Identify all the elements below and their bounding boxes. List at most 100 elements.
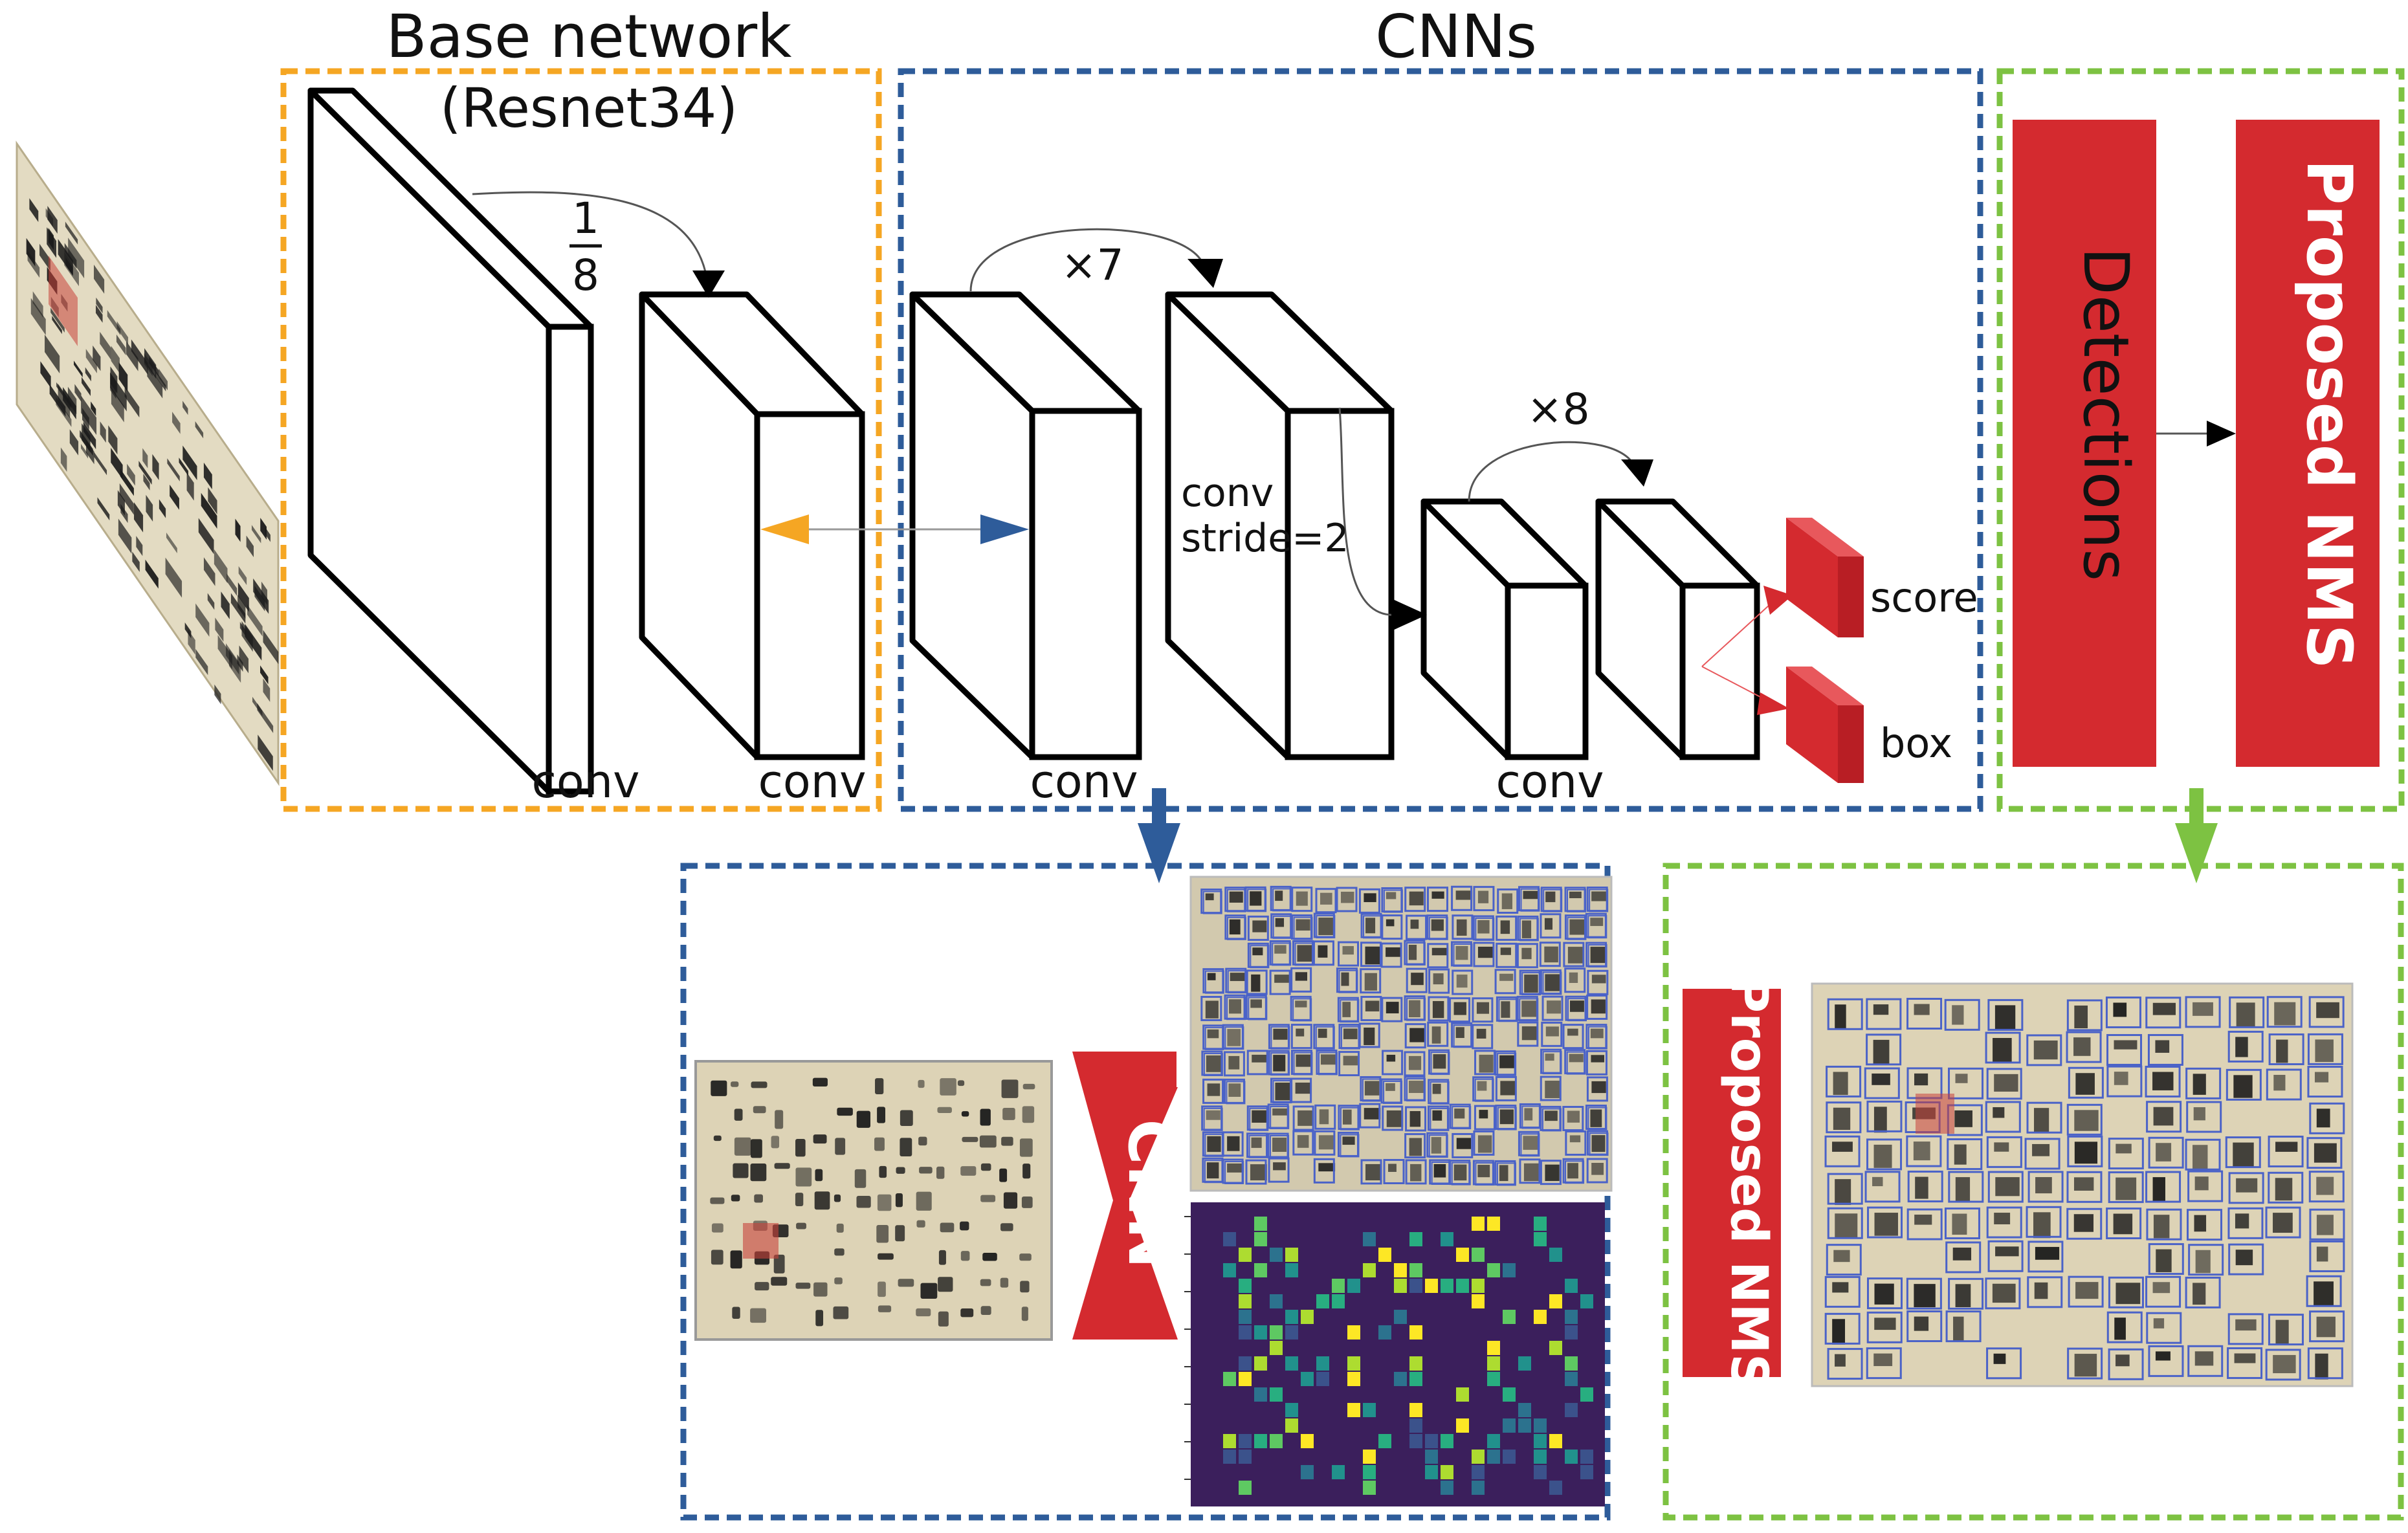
ink-mark [1479,1110,1488,1119]
detection-box [2106,1033,2143,1066]
ink-mark [2193,1074,2206,1095]
ink-mark [208,487,217,514]
ink-mark [2155,1040,2170,1053]
detection-box [1226,997,1246,1020]
detection-box [1565,1130,1587,1156]
detection-box [1226,916,1246,940]
detection-box [2106,1311,2143,1343]
ink-mark [877,1107,886,1123]
ink-mark [1227,1029,1241,1046]
ink-mark [2194,1176,2209,1191]
ink-mark [1433,1164,1446,1178]
detection-box [1497,1107,1517,1130]
detection-box [1948,1067,1984,1099]
ink-mark [1499,973,1514,981]
ink-mark [143,474,150,491]
heatmap-cell [1363,1232,1376,1246]
detection-box [1360,995,1382,1021]
ink-mark [258,734,273,771]
detection-box [2068,1275,2104,1308]
detection-box [1202,890,1222,914]
heatmap-cell [1441,1279,1453,1293]
heatmap-cell [1441,1232,1453,1246]
ink-mark [2314,1143,2337,1163]
detection-box [1542,971,1562,995]
ink-mark [1000,1277,1009,1288]
ink-mark [1832,1141,1853,1152]
heatmap-cell [1518,1418,1531,1433]
heatmap-cell [1394,1263,1407,1277]
ink-mark [2153,1215,2170,1239]
ink-mark [207,593,215,610]
detection-box [1245,1159,1267,1185]
ink-mark [2314,1281,2334,1306]
ink-mark [1433,1054,1446,1069]
detection-box [1381,914,1403,940]
repeat-x8-label: ×8 [1527,384,1589,434]
ink-mark [1274,975,1290,983]
detection-box [1428,968,1450,994]
ink-mark [26,237,36,267]
detection-box [2108,1348,2144,1380]
detection-box [2108,1171,2144,1204]
detection-box [2146,1208,2182,1241]
detection-box [1565,1160,1585,1184]
box-cube [1786,667,1864,783]
ink-mark [1432,1083,1441,1094]
detection-box [2268,1135,2304,1167]
ink-mark [732,1307,740,1319]
detection-box [1586,1076,1608,1102]
detection-box [1475,1162,1495,1186]
ink-mark [957,1080,965,1086]
detection-box [1247,915,1269,941]
ink-mark [837,1107,853,1116]
ink-mark [795,1138,806,1157]
ink-mark [1409,891,1424,906]
ink-mark [1590,1109,1602,1127]
ink-mark [2034,1108,2049,1133]
heatmap-cell [1503,1450,1516,1464]
heatmap-cell [1378,1248,1391,1262]
ink-mark [2234,1353,2256,1363]
box-label: box [1880,720,1952,767]
detection-box [1473,942,1495,967]
detection-box [2309,1310,2345,1343]
ink-mark [2152,1282,2171,1294]
detection-box [1867,1206,1903,1239]
heatmap-cell [1394,1310,1407,1324]
detection-box [1826,1244,1862,1276]
detection-box [1406,1078,1426,1102]
ink-mark [1297,1135,1309,1148]
detection-box [2225,1136,2261,1169]
detection-box [2185,1276,2221,1308]
detection-box [1427,943,1449,969]
ink-mark [2113,1002,2127,1017]
detection-box [1540,1075,1562,1101]
heatmap-cell [1409,1434,1422,1448]
heatmap-cell [1239,1325,1252,1340]
detection-box [2145,997,2182,1029]
heatmap-cell [1285,1325,1298,1340]
ink-mark [1229,919,1241,935]
detection-box [1475,917,1495,941]
ink-mark [1229,999,1242,1014]
ink-mark [1499,1109,1514,1125]
ink-mark [1341,892,1354,903]
heatmap-cell [1441,1434,1453,1448]
ink-mark [2115,1283,2141,1305]
ink-mark [1365,1000,1380,1011]
ink-mark [834,1277,843,1285]
detection-box [2027,1276,2063,1308]
ink-mark [65,221,78,245]
detection-box [1496,942,1518,968]
ink-mark [81,444,89,459]
ink-mark [64,243,77,269]
ink-mark [238,566,247,586]
box-arrowhead [1757,692,1789,715]
ink-mark [182,401,188,415]
detection-box [1539,942,1561,967]
ink-mark [1994,1213,2011,1224]
detection-box [1382,1050,1404,1075]
ink-mark [230,593,246,624]
detection-box [1290,1077,1312,1103]
